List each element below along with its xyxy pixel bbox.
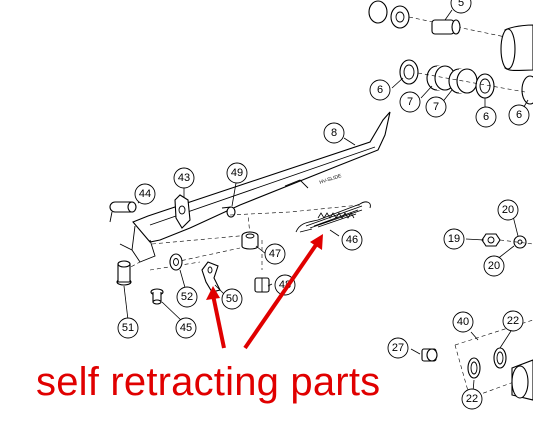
svg-text:6: 6: [377, 84, 383, 96]
svg-text:51: 51: [122, 322, 134, 334]
rivet-part: [150, 288, 164, 305]
svg-text:27: 27: [392, 342, 404, 354]
svg-text:22: 22: [507, 315, 519, 327]
lower-bearing-group: [421, 319, 533, 401]
callout-40: 40: [452, 311, 474, 333]
callout-5: 5: [450, 0, 472, 14]
callout-7a: 7: [399, 91, 421, 113]
bolt-19-assembly: [481, 233, 533, 249]
pin-part: [109, 201, 137, 223]
svg-text:20: 20: [502, 204, 514, 216]
svg-text:7: 7: [433, 101, 439, 113]
svg-text:20: 20: [488, 260, 500, 272]
svg-text:49: 49: [231, 167, 243, 179]
red-arrow-right: [243, 234, 323, 350]
bushing-part: [241, 231, 259, 250]
top-bearing-group: [368, 0, 533, 72]
callout-6c: 6: [508, 104, 530, 126]
callout-20b: 20: [483, 255, 505, 277]
annotation-label: self retracting parts: [36, 360, 381, 404]
side-stand-bracket: [174, 194, 191, 229]
svg-text:5: 5: [458, 0, 464, 9]
side-stand-spring: [295, 201, 371, 233]
svg-text:52: 52: [181, 291, 193, 303]
callout-51: 51: [117, 317, 139, 339]
svg-text:45: 45: [180, 322, 192, 334]
svg-text:47: 47: [269, 248, 281, 260]
callout-43: 43: [173, 167, 195, 189]
svg-text:46: 46: [346, 234, 358, 246]
svg-text:40: 40: [457, 316, 469, 328]
callout-7b: 7: [425, 96, 447, 118]
callout-6a: 6: [369, 79, 391, 101]
callout-45: 45: [175, 317, 197, 339]
bolt-part: [116, 260, 132, 286]
washer-part: [169, 253, 183, 271]
callout-46: 46: [341, 229, 363, 251]
callout-27: 27: [387, 337, 409, 359]
nut-part: [254, 277, 270, 293]
red-arrow-left: [206, 286, 226, 349]
svg-text:50: 50: [226, 293, 238, 305]
svg-text:HV-SLIDE: HV-SLIDE: [319, 173, 343, 186]
svg-text:43: 43: [178, 172, 190, 184]
svg-text:22: 22: [466, 393, 478, 405]
pivot-bushing: [221, 206, 236, 218]
svg-text:7: 7: [407, 96, 413, 108]
svg-text:19: 19: [448, 233, 460, 245]
svg-text:6: 6: [516, 109, 522, 121]
callout-19: 19: [443, 228, 465, 250]
clip-part: [201, 261, 221, 293]
callout-8: 8: [323, 122, 345, 144]
svg-text:6: 6: [483, 111, 489, 123]
callout-6b: 6: [475, 106, 497, 128]
callout-49: 49: [226, 162, 248, 184]
callout-20a: 20: [497, 199, 519, 221]
svg-text:44: 44: [139, 188, 151, 200]
callout-44: 44: [134, 183, 156, 205]
callout-22a: 22: [502, 310, 524, 332]
middle-bearing-row: [399, 59, 533, 105]
callout-47: 47: [264, 243, 286, 265]
callout-52: 52: [176, 286, 198, 308]
leader-lines: [123, 9, 529, 393]
callout-50: 50: [221, 288, 243, 310]
svg-text:8: 8: [331, 127, 337, 139]
callout-22b: 22: [461, 388, 483, 410]
